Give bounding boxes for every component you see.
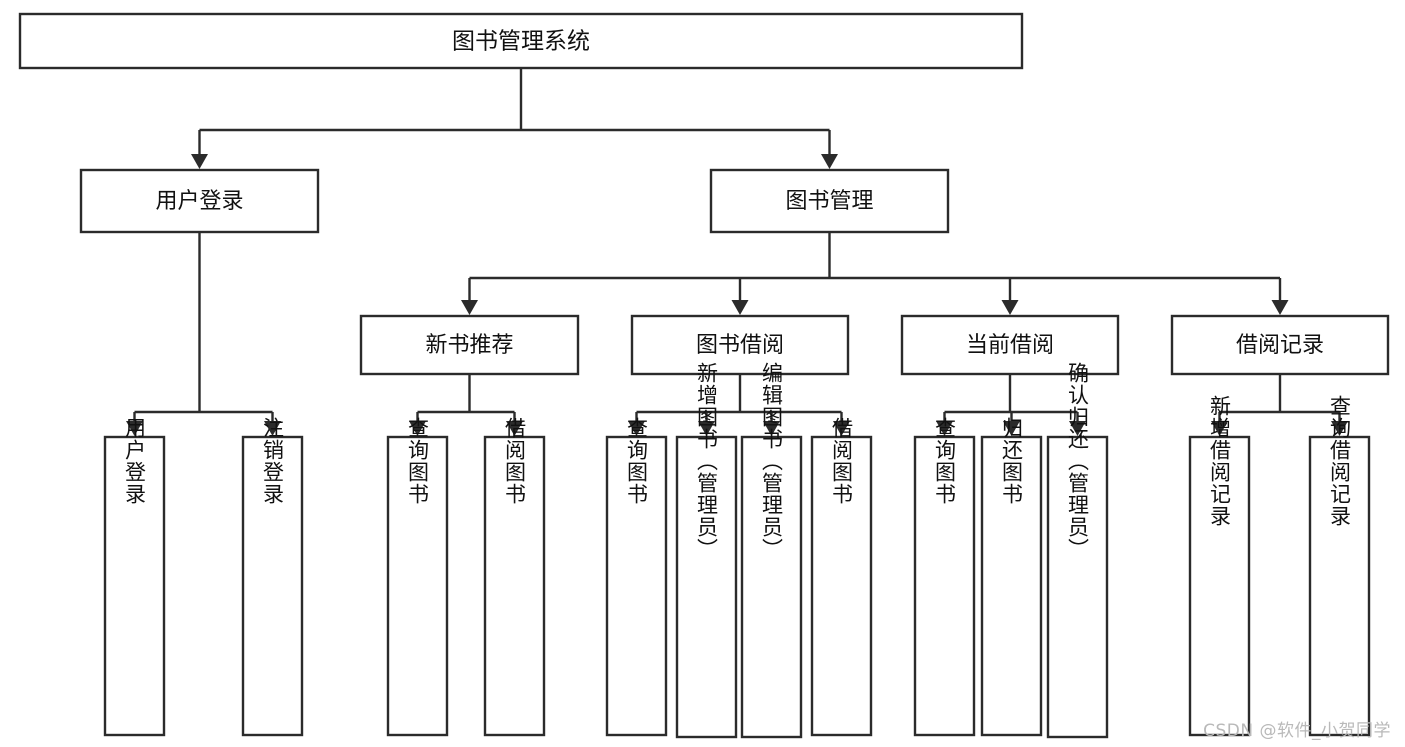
node-box-cur-return-book — [980, 435, 1043, 737]
arrowhead-borrow-record — [1271, 300, 1289, 315]
arrowhead-book-manage — [821, 154, 838, 169]
node-box-rec-query-book — [386, 435, 449, 737]
node-logout-leaf[interactable]: 注销登录 — [241, 417, 304, 737]
node-rec-add-record[interactable]: 新增借阅记录 — [1188, 395, 1251, 737]
arrowhead-borrow-edit-book — [763, 421, 780, 436]
node-new-book-rec[interactable]: 新书推荐 — [359, 314, 580, 376]
arrowhead-borrow-add-book — [698, 421, 715, 436]
arrowhead-cur-return-book — [1003, 421, 1020, 436]
node-box-logout-leaf — [241, 435, 304, 737]
node-label-rec-query-record: 查询借阅记录 — [1328, 395, 1352, 527]
node-box-borrow-edit-book — [740, 435, 803, 739]
arrowhead-rec-add-record — [1211, 421, 1228, 436]
node-label-rec-add-record: 新增借阅记录 — [1208, 395, 1232, 527]
arrowhead-borrow-lend-book — [833, 421, 850, 436]
node-box-borrow-query-book — [605, 435, 668, 737]
node-box-rec-query-record — [1308, 435, 1371, 737]
node-label-cur-confirm-return: 确认归还（管理员） — [1066, 362, 1090, 560]
node-box-root — [18, 12, 1024, 70]
node-borrow-record[interactable]: 借阅记录 — [1170, 314, 1390, 376]
node-label-rec-borrow-book: 借阅图书 — [503, 417, 527, 505]
node-book-borrow[interactable]: 图书借阅 — [630, 314, 850, 376]
node-box-book-manage — [709, 168, 950, 234]
arrowhead-cur-query-book — [936, 421, 953, 436]
node-current-borrow[interactable]: 当前借阅 — [900, 314, 1120, 376]
node-cur-query-book[interactable]: 查询图书 — [913, 417, 976, 737]
arrowhead-logout-leaf — [264, 421, 281, 436]
node-rec-query-book[interactable]: 查询图书 — [386, 417, 449, 737]
arrowhead-cur-confirm-return — [1069, 421, 1086, 436]
node-label-borrow-edit-book: 编辑图书（管理员） — [760, 362, 784, 560]
node-cur-confirm-return[interactable]: 确认归还（管理员） — [1046, 362, 1109, 739]
node-box-current-borrow — [900, 314, 1120, 376]
node-root[interactable]: 图书管理系统 — [18, 12, 1024, 70]
node-label-rec-query-book: 查询图书 — [406, 417, 430, 505]
node-box-cur-confirm-return — [1046, 435, 1109, 739]
node-box-borrow-lend-book — [810, 435, 873, 737]
node-label-user-login: 用户登录 — [155, 189, 243, 214]
node-user-login-leaf[interactable]: 用户登录 — [103, 417, 166, 737]
node-rec-borrow-book[interactable]: 借阅图书 — [483, 417, 546, 737]
arrowhead-current-borrow — [1001, 300, 1019, 315]
arrowhead-rec-query-book — [409, 421, 426, 436]
edges-layer — [126, 68, 1348, 436]
arrowhead-borrow-query-book — [628, 421, 645, 436]
node-box-borrow-record — [1170, 314, 1390, 376]
node-label-borrow-record: 借阅记录 — [1236, 333, 1324, 358]
node-box-user-login-leaf — [103, 435, 166, 737]
node-cur-return-book[interactable]: 归还图书 — [980, 417, 1043, 737]
node-box-user-login — [79, 168, 320, 234]
node-rec-query-record[interactable]: 查询借阅记录 — [1308, 395, 1371, 737]
node-borrow-edit-book[interactable]: 编辑图书（管理员） — [740, 362, 803, 739]
node-label-book-manage: 图书管理 — [785, 189, 873, 214]
node-box-rec-add-record — [1188, 435, 1251, 737]
node-box-borrow-add-book — [675, 435, 738, 739]
arrowhead-rec-borrow-book — [506, 421, 523, 436]
node-label-new-book-rec: 新书推荐 — [425, 333, 513, 358]
node-label-user-login-leaf: 用户登录 — [123, 417, 147, 505]
node-book-manage[interactable]: 图书管理 — [709, 168, 950, 234]
node-box-cur-query-book — [913, 435, 976, 737]
node-borrow-query-book[interactable]: 查询图书 — [605, 417, 668, 737]
node-borrow-lend-book[interactable]: 借阅图书 — [810, 417, 873, 737]
node-label-cur-return-book: 归还图书 — [1000, 417, 1024, 505]
node-label-borrow-add-book: 新增图书（管理员） — [695, 362, 719, 560]
arrowhead-book-borrow — [731, 300, 749, 315]
node-label-borrow-lend-book: 借阅图书 — [830, 417, 854, 505]
node-label-root: 图书管理系统 — [452, 29, 590, 55]
node-label-borrow-query-book: 查询图书 — [625, 417, 649, 505]
arrowhead-user-login — [191, 154, 208, 169]
node-label-book-borrow: 图书借阅 — [696, 333, 784, 358]
nodes-layer: 图书管理系统用户登录图书管理新书推荐图书借阅当前借阅借阅记录用户登录注销登录查询… — [18, 12, 1390, 739]
node-label-logout-leaf: 注销登录 — [261, 417, 285, 505]
node-user-login[interactable]: 用户登录 — [79, 168, 320, 234]
node-label-cur-query-book: 查询图书 — [933, 417, 957, 505]
node-box-rec-borrow-book — [483, 435, 546, 737]
node-box-new-book-rec — [359, 314, 580, 376]
arrowhead-new-book-rec — [461, 300, 478, 315]
node-label-current-borrow: 当前借阅 — [966, 333, 1054, 358]
node-box-book-borrow — [630, 314, 850, 376]
arrowhead-rec-query-record — [1331, 421, 1348, 436]
arrowhead-user-login-leaf — [126, 421, 143, 436]
node-borrow-add-book[interactable]: 新增图书（管理员） — [675, 362, 738, 739]
